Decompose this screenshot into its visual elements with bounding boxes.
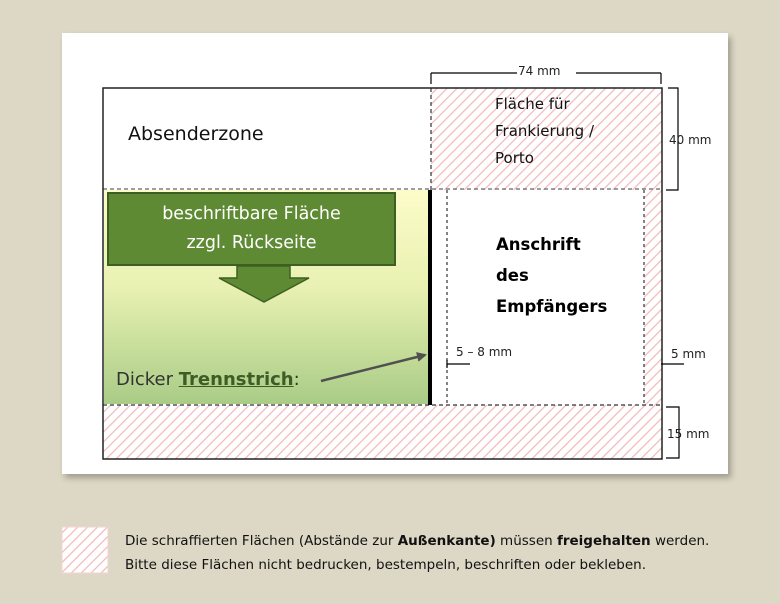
writable-area-label: beschriftbare Fläche zzgl. Rückseite bbox=[162, 204, 341, 253]
divider-caption-keyword: Trennstrich bbox=[178, 369, 294, 390]
bottom-margin-hatch bbox=[103, 405, 662, 459]
legend-line-2: Bitte diese Flächen nicht bedrucken, bes… bbox=[125, 557, 647, 573]
writable-label-box bbox=[107, 192, 396, 266]
dimension-5mm: 5 mm bbox=[671, 347, 706, 361]
right-margin-hatch bbox=[644, 190, 662, 405]
legend-line-1: Die schraffierten Flächen (Abstände zur … bbox=[125, 533, 710, 549]
dimension-5-8mm: 5 – 8 mm bbox=[456, 345, 513, 359]
pointer-arrow-icon bbox=[320, 352, 427, 383]
letter-outline bbox=[102, 87, 663, 460]
sender-zone-label: Absenderzone bbox=[128, 123, 264, 145]
franking-hatch-area bbox=[431, 88, 662, 190]
dimension-74mm: 74 mm bbox=[518, 64, 561, 78]
down-arrow-icon bbox=[218, 265, 310, 303]
recipient-address-label: Anschrift des Empfängers bbox=[496, 235, 608, 316]
legend-hatch-swatch bbox=[61, 526, 109, 574]
thick-divider-line bbox=[428, 190, 432, 405]
dimension-40mm: 40 mm bbox=[669, 133, 712, 147]
divider-caption: Dicker Trennstrich: bbox=[116, 369, 300, 390]
legend-text: Die schraffierten Flächen (Abstände zur … bbox=[125, 529, 709, 577]
dimension-15mm: 15 mm bbox=[667, 427, 710, 441]
franking-area-label: Fläche für Frankierung / Porto bbox=[495, 95, 595, 167]
